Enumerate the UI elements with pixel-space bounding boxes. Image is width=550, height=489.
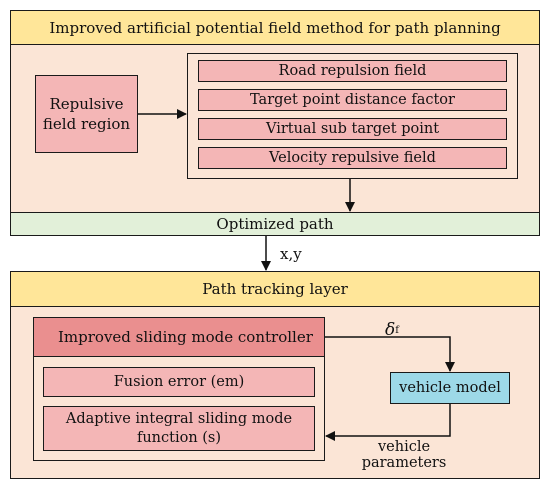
arrow-vehicle-to-controller — [325, 404, 451, 441]
target-point-distance-factor: Target point distance factor — [198, 89, 507, 111]
fusion-error: Fusion error (em) — [43, 367, 315, 397]
arrow-controller-to-vehicle — [325, 336, 455, 372]
adaptive-sliding-mode-function: Adaptive integral sliding mode function … — [43, 406, 315, 451]
velocity-repulsive-field: Velocity repulsive field — [198, 147, 507, 169]
virtual-sub-target-point: Virtual sub target point — [198, 118, 507, 140]
xy-label: x,y — [280, 245, 302, 263]
sliding-mode-controller: Improved sliding mode controller — [33, 317, 325, 357]
tracking-title: Path tracking layer — [10, 271, 540, 307]
road-repulsion-field: Road repulsion field — [198, 60, 507, 82]
vehicle-model: vehicle model — [390, 372, 510, 404]
planning-title: Improved artificial potential field meth… — [10, 10, 540, 45]
optimized-path: Optimized path — [10, 212, 540, 236]
repulsive-field-region: Repulsive field region — [35, 75, 138, 153]
